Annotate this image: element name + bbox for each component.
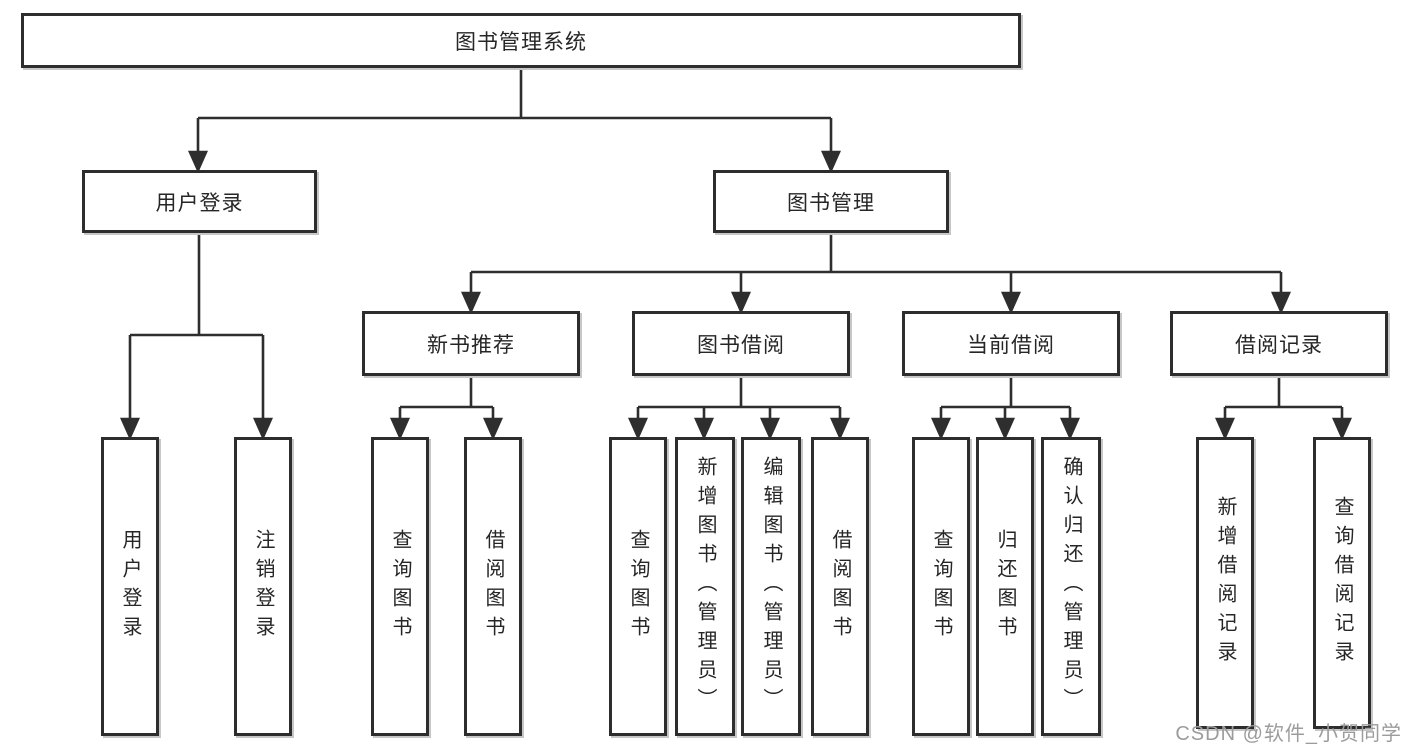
leaf-query-books-current: 查询图书 xyxy=(912,437,970,736)
connector-root-split xyxy=(187,68,842,174)
csdn-watermark: CSDN @软件_小贺同学 xyxy=(1175,723,1402,745)
node-book-borrow: 图书借阅 xyxy=(632,311,850,376)
leaf-label: 借阅图书 xyxy=(829,528,851,645)
leaf-label: 确认归还（管理员） xyxy=(1060,456,1082,717)
leaf-edit-book-admin: 编辑图书（管理员） xyxy=(741,437,801,736)
connector-borrow-records-split xyxy=(1214,376,1353,441)
leaf-logout: 注销登录 xyxy=(234,437,292,736)
node-label: 图书借阅 xyxy=(697,333,785,357)
leaf-label: 新增借阅记录 xyxy=(1214,496,1236,670)
connector-new-book-recommend-split xyxy=(389,376,504,441)
node-user-login: 用户登录 xyxy=(82,170,317,233)
leaf-label: 新增图书（管理员） xyxy=(694,456,716,717)
leaf-add-book-admin: 新增图书（管理员） xyxy=(675,437,735,736)
leaf-return-book: 归还图书 xyxy=(976,437,1034,736)
node-label: 图书管理 xyxy=(787,191,875,215)
leaf-borrow-books-recommend: 借阅图书 xyxy=(464,437,522,736)
node-label: 借阅记录 xyxy=(1235,333,1323,357)
connector-user-login-split xyxy=(119,233,274,441)
leaf-query-borrow-record: 查询借阅记录 xyxy=(1313,437,1371,729)
node-current-borrow: 当前借阅 xyxy=(902,311,1120,376)
leaf-user-login: 用户登录 xyxy=(101,437,159,736)
leaf-add-borrow-record: 新增借阅记录 xyxy=(1196,437,1254,729)
node-borrow-records: 借阅记录 xyxy=(1170,311,1388,376)
leaf-confirm-return-admin: 确认归还（管理员） xyxy=(1041,437,1101,736)
leaf-label: 查询图书 xyxy=(389,528,411,645)
leaf-label: 查询图书 xyxy=(627,528,649,645)
connector-book-management-split xyxy=(460,233,1292,315)
node-label: 当前借阅 xyxy=(967,333,1055,357)
node-library-management-system: 图书管理系统 xyxy=(21,13,1021,68)
node-label: 用户登录 xyxy=(155,191,244,215)
node-label: 新书推荐 xyxy=(427,333,515,357)
leaf-label: 归还图书 xyxy=(994,528,1016,645)
leaf-label: 编辑图书（管理员） xyxy=(760,456,782,717)
leaf-borrow-books: 借阅图书 xyxy=(811,437,869,736)
leaf-query-books-recommend: 查询图书 xyxy=(371,437,429,736)
leaf-label: 查询图书 xyxy=(930,528,952,645)
node-label: 图书管理系统 xyxy=(455,30,587,54)
leaf-label: 用户登录 xyxy=(119,528,141,645)
leaf-label: 查询借阅记录 xyxy=(1331,496,1353,670)
connector-current-borrow-split xyxy=(930,376,1081,441)
node-new-book-recommend: 新书推荐 xyxy=(362,311,580,376)
leaf-label: 注销登录 xyxy=(252,528,274,645)
leaf-label: 借阅图书 xyxy=(482,528,504,645)
leaf-query-books-borrow: 查询图书 xyxy=(609,437,667,736)
node-book-management: 图书管理 xyxy=(713,170,949,233)
connector-book-borrow-split xyxy=(627,376,851,441)
